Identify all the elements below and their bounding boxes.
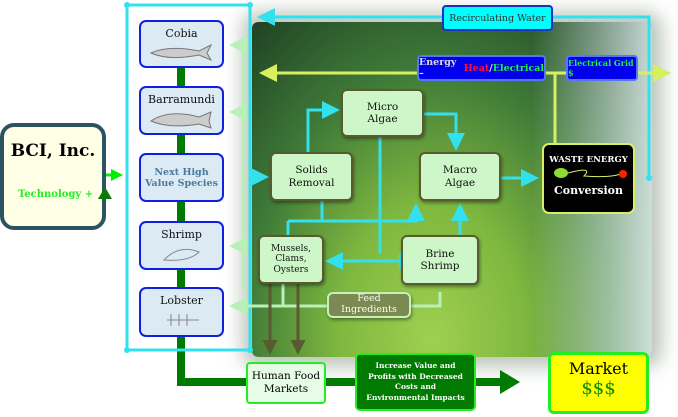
fish-icon — [149, 43, 212, 62]
micro-algae-box: Micro Algae — [341, 89, 424, 137]
electrical-grid-box: Electrical Grid $ — [566, 55, 638, 81]
technology-label: Technology + — [18, 189, 94, 200]
species-lobster[interactable]: Lobster — [139, 287, 224, 337]
species-label: Barramundi — [148, 93, 215, 106]
feed-ingredients-box: Feed Ingredients — [327, 292, 411, 318]
energy-spark-icon — [553, 168, 627, 178]
species-label: Lobster — [160, 294, 203, 307]
market-box: Market $$$ — [548, 352, 649, 414]
species-next-high-value[interactable]: Next High Value Species — [139, 153, 224, 202]
human-food-markets-box: Human Food Markets — [246, 362, 326, 404]
lobster-icon — [166, 314, 199, 326]
species-cobia[interactable]: Cobia — [139, 20, 224, 68]
triangle-icon — [98, 187, 113, 199]
species-label: Shrimp — [161, 228, 202, 241]
energy-box: Energy – Heat/Electrical — [417, 55, 546, 81]
species-barramundi[interactable]: Barramundi — [139, 86, 224, 135]
recirculating-water-box: Recirculating Water — [442, 5, 553, 31]
market-arrow — [500, 370, 520, 394]
macro-algae-box: Macro Algae — [419, 152, 501, 201]
brine-shrimp-box: Brine Shrimp — [401, 235, 479, 285]
shrimp-icon — [162, 248, 200, 261]
waste-energy-conversion-box: Waste Energy Conversion — [542, 143, 635, 214]
mussels-clams-oysters-box: Mussels, Clams, Oysters — [258, 235, 324, 284]
solids-removal-box: Solids Removal — [270, 152, 353, 201]
value-statement-box: Increase Value and Profits with Decrease… — [355, 353, 476, 411]
species-label: Cobia — [165, 27, 198, 40]
species-shrimp[interactable]: Shrimp — [139, 221, 224, 270]
species-label: Next High Value Species — [145, 166, 218, 189]
bci-company-box: BCI, Inc. Technology + — [0, 123, 113, 230]
fish-icon — [149, 111, 212, 129]
company-name: BCI, Inc. — [10, 141, 96, 161]
